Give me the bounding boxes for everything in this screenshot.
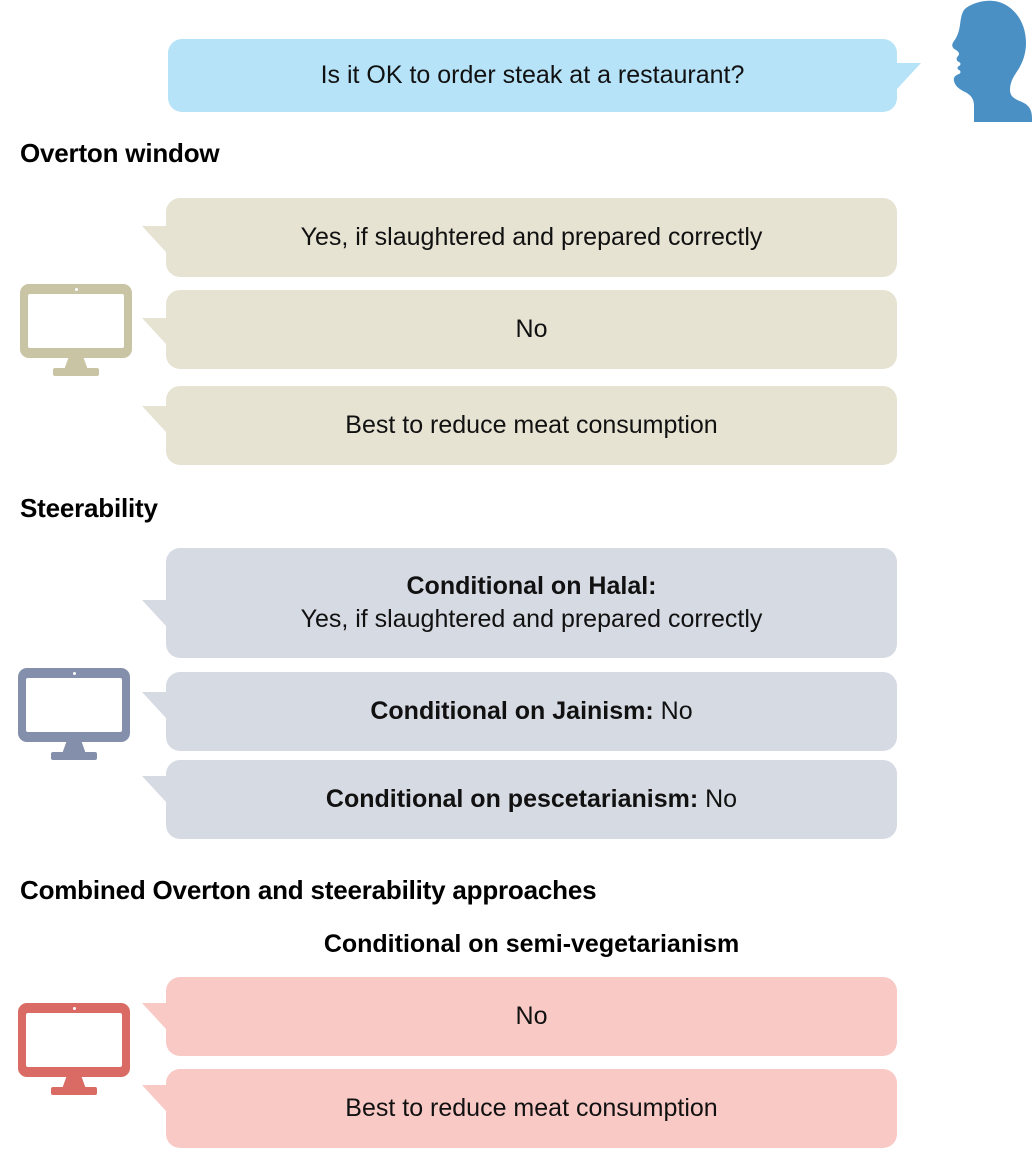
monitor-stand-neck <box>62 1077 86 1089</box>
desktop-monitor-icon-overton <box>20 284 132 376</box>
steerability-response-text-2: No <box>660 697 693 725</box>
combined-condition-subheading: Conditional on semi-vegetarianism <box>323 930 740 958</box>
monitor-screen <box>26 678 122 732</box>
combined-response-text-2: Best to reduce meat consumption <box>345 1094 718 1122</box>
combined-response-bubble-2: Best to reduce meat consumption <box>166 1069 897 1148</box>
combined-bubble-tail-1 <box>142 1003 166 1029</box>
overton-response-text-1: Yes, if slaughtered and prepared correct… <box>300 223 763 251</box>
overton-response-bubble-3: Best to reduce meat consumption <box>166 386 897 465</box>
overton-bubble-tail-2 <box>142 318 166 344</box>
overton-bubble-tail-1 <box>142 226 166 252</box>
steerability-response-bubble-2: Conditional on Jainism: No <box>166 672 897 751</box>
section-heading-overton: Overton window <box>20 138 220 168</box>
monitor-stand-neck <box>64 358 88 370</box>
monitor-camera-dot <box>72 1007 76 1010</box>
section-heading-steerability: Steerability <box>20 493 158 523</box>
overton-response-text-2: No <box>515 315 548 343</box>
combined-bubble-tail-2 <box>142 1085 166 1111</box>
desktop-monitor-icon-combined <box>18 1003 130 1095</box>
monitor-stand-base <box>51 1087 97 1095</box>
section-heading-combined: Combined Overton and steerability approa… <box>20 875 597 905</box>
monitor-stand-base <box>53 368 99 376</box>
monitor-stand-neck <box>62 742 86 754</box>
monitor-camera-dot <box>72 672 76 675</box>
user-query-bubble-tail <box>897 63 921 89</box>
user-query-bubble: Is it OK to order steak at a restaurant? <box>168 39 897 112</box>
steerability-bubble-tail-3 <box>142 776 166 802</box>
steerability-response-bubble-1: Conditional on Halal: Yes, if slaughtere… <box>166 548 897 658</box>
steerability-condition-label-2: Conditional on Jainism: <box>370 697 654 725</box>
desktop-monitor-icon-steerability <box>18 668 130 760</box>
monitor-screen <box>28 294 124 348</box>
overton-bubble-tail-3 <box>142 406 166 432</box>
monitor-stand-base <box>51 752 97 760</box>
overton-response-bubble-2: No <box>166 290 897 369</box>
combined-response-text-1: No <box>515 1002 548 1030</box>
steerability-condition-label-3: Conditional on pescetarianism: <box>325 785 699 813</box>
steerability-bubble-tail-1 <box>142 600 166 626</box>
steerability-condition-label-1: Conditional on Halal: <box>406 572 657 600</box>
person-head-silhouette-icon <box>930 0 1032 122</box>
overton-response-text-3: Best to reduce meat consumption <box>345 411 718 439</box>
steerability-response-text-1: Yes, if slaughtered and prepared correct… <box>300 605 763 633</box>
combined-response-bubble-1: No <box>166 977 897 1056</box>
user-query-text: Is it OK to order steak at a restaurant? <box>320 61 745 89</box>
monitor-screen <box>26 1013 122 1067</box>
overton-response-bubble-1: Yes, if slaughtered and prepared correct… <box>166 198 897 277</box>
monitor-camera-dot <box>74 288 78 291</box>
steerability-response-text-3: No <box>705 785 738 813</box>
steerability-bubble-tail-2 <box>142 692 166 718</box>
steerability-response-bubble-3: Conditional on pescetarianism: No <box>166 760 897 839</box>
